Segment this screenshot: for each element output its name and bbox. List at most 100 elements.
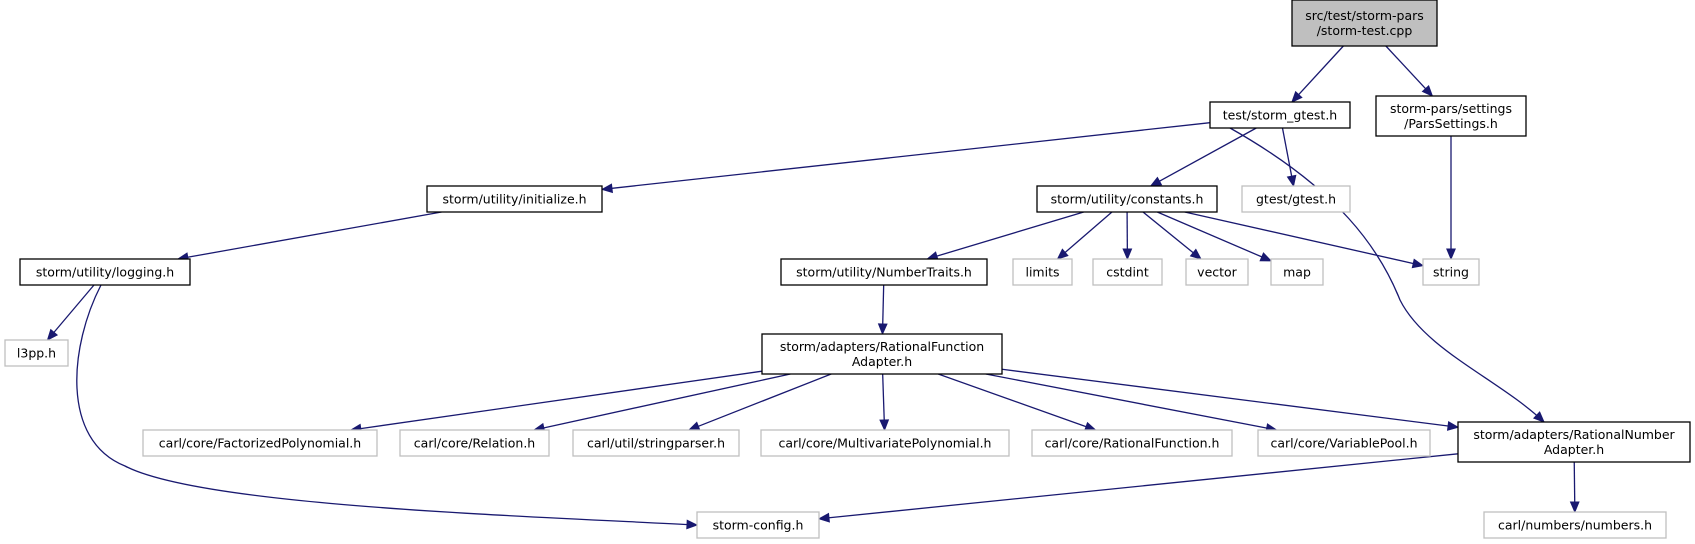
node-box	[4, 339, 69, 367]
node-numbers: carl/numbers/numbers.h	[1483, 511, 1667, 539]
node-box	[142, 429, 378, 457]
node-root[interactable]: src/test/storm-pars/storm-test.cpp	[1291, 0, 1438, 47]
arrowhead-icon	[1259, 252, 1273, 262]
edge-line	[697, 373, 832, 428]
nodes-layer: src/test/storm-pars/storm-test.cpp test/s…	[4, 0, 1691, 539]
arrowhead-icon	[1149, 176, 1163, 187]
node-box	[1257, 429, 1431, 457]
edge-line	[1297, 45, 1344, 96]
node-label: limits	[1025, 265, 1059, 280]
edge-line	[935, 211, 1084, 258]
edge-rn_adapter-to-numbers	[1569, 461, 1580, 514]
edge-constants-to-cstdint	[1122, 211, 1133, 261]
node-label: map	[1283, 265, 1311, 280]
edge-logging-to-l3pp	[46, 284, 95, 341]
edge-rf_adapter-to-variable_pool	[985, 373, 1278, 433]
node-l3pp: l3pp.h	[4, 339, 69, 367]
node-label: carl/util/stringparser.h	[587, 436, 725, 451]
edge-line	[1385, 45, 1427, 90]
node-stringparser: carl/util/stringparser.h	[572, 429, 740, 457]
node-box	[572, 429, 740, 457]
node-label: carl/numbers/numbers.h	[1498, 518, 1652, 533]
node-box	[1291, 0, 1438, 47]
edge-root-to-pars_settings	[1385, 45, 1434, 97]
edge-line	[359, 370, 763, 430]
arrowhead-icon	[46, 328, 59, 341]
node-limits: limits	[1012, 258, 1073, 286]
node-initialize[interactable]: storm/utility/initialize.h	[426, 185, 603, 213]
edge-rf_adapter-to-factorized	[349, 370, 763, 434]
node-label: src/test/storm-pars	[1305, 8, 1424, 23]
edge-storm_gtest-to-gtest	[1281, 127, 1297, 188]
edge-rf_adapter-to-multivariate	[879, 373, 890, 432]
node-label: storm-config.h	[713, 518, 804, 533]
node-box	[1012, 258, 1073, 286]
arrowhead-icon	[817, 512, 830, 523]
node-label: l3pp.h	[17, 346, 56, 361]
edge-line	[882, 284, 885, 326]
edge-line	[610, 122, 1211, 190]
node-box	[780, 258, 988, 286]
edge-constants-to-vector	[1142, 211, 1202, 260]
edge-rf_adapter-to-rn_adapter	[1001, 368, 1460, 431]
node-box	[1270, 258, 1324, 286]
node-box	[1031, 429, 1233, 457]
arrowhead-icon	[1189, 248, 1202, 260]
edge-storm_gtest-to-initialize	[600, 122, 1211, 194]
node-storm-gtest[interactable]: test/storm_gtest.h	[1209, 101, 1351, 129]
node-vector: vector	[1185, 258, 1249, 286]
node-box	[1092, 258, 1163, 286]
node-label: carl/core/RationalFunction.h	[1045, 436, 1220, 451]
edge-line	[1184, 211, 1415, 265]
node-box	[1209, 101, 1351, 129]
node-label: carl/core/VariablePool.h	[1270, 436, 1417, 451]
node-box	[399, 429, 550, 457]
node-string: string	[1422, 258, 1480, 286]
arrowhead-icon	[1446, 421, 1460, 431]
node-label: storm/utility/logging.h	[36, 265, 174, 280]
node-label: test/storm_gtest.h	[1223, 108, 1337, 123]
edge-constants-to-string	[1184, 211, 1425, 269]
edge-initialize-to-logging	[176, 211, 442, 263]
arrowhead-icon	[1446, 248, 1456, 261]
node-label: Adapter.h	[1544, 442, 1604, 457]
node-box	[1036, 185, 1218, 213]
node-label: carl/core/MultivariatePolynomial.h	[779, 436, 992, 451]
node-label: vector	[1197, 265, 1238, 280]
edge-line	[937, 373, 1088, 428]
node-constants[interactable]: storm/utility/constants.h	[1036, 185, 1218, 213]
arrowhead-icon	[600, 183, 613, 194]
edge-storm_gtest-to-rn_adapter	[1229, 127, 1545, 423]
node-number-traits[interactable]: storm/utility/NumberTraits.h	[780, 258, 988, 286]
edge-root-to-storm_gtest	[1291, 45, 1344, 103]
node-label: carl/core/FactorizedPolynomial.h	[159, 436, 361, 451]
edge-constants-to-map	[1157, 211, 1273, 262]
edge-line	[52, 284, 95, 334]
node-label: carl/core/Relation.h	[414, 436, 535, 451]
edge-rf_adapter-to-stringparser	[687, 373, 832, 431]
node-pars-settings[interactable]: storm-pars/settings/ParsSettings.h	[1375, 95, 1527, 137]
node-box	[1483, 511, 1667, 539]
arrowhead-icon	[1056, 248, 1069, 260]
edges-layer	[46, 45, 1580, 530]
node-box	[761, 333, 1003, 375]
arrowhead-icon	[1291, 90, 1303, 103]
edge-line	[186, 211, 442, 259]
node-box	[426, 185, 603, 213]
edge-line	[1142, 211, 1195, 254]
edge-pars_settings-to-string	[1446, 136, 1456, 261]
arrowhead-icon	[1122, 248, 1133, 261]
node-gtest: gtest/gtest.h	[1241, 185, 1351, 213]
node-box	[1241, 185, 1351, 213]
node-storm-config: storm-config.h	[696, 511, 820, 539]
edge-line	[1158, 127, 1257, 183]
node-rational-function: carl/core/RationalFunction.h	[1031, 429, 1233, 457]
node-logging[interactable]: storm/utility/logging.h	[19, 258, 191, 286]
arrowhead-icon	[686, 519, 699, 530]
edge-line	[985, 373, 1268, 429]
arrowhead-icon	[1286, 174, 1297, 188]
arrowhead-icon	[877, 323, 888, 336]
node-label: storm-pars/settings	[1390, 101, 1512, 116]
